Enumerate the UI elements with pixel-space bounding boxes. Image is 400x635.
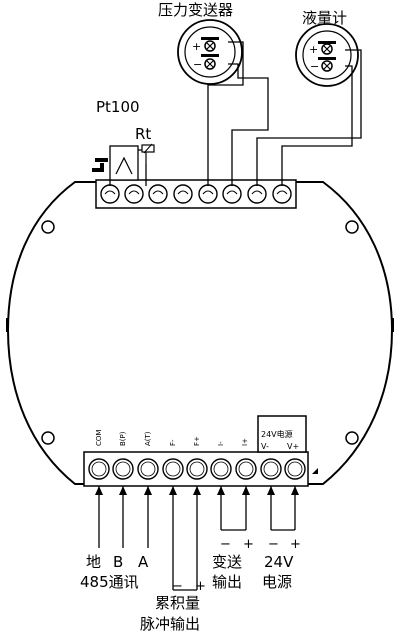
top-terminal-7 — [247, 184, 267, 204]
pt100-sensor: Pt100 Rt — [92, 98, 155, 181]
pressure-minus-sign: − — [193, 58, 202, 71]
bottom-terminal-strip — [83, 451, 318, 487]
terminal-code-f-minus: F- — [169, 439, 177, 446]
pulse-plus-sign: + — [195, 579, 206, 594]
wires — [109, 41, 362, 186]
label-trans-line1: 变送 — [212, 553, 242, 571]
rt-label: Rt — [135, 125, 151, 143]
wire-arrow-5 — [193, 486, 201, 590]
terminal-code-b: B(P) — [119, 431, 127, 446]
mount-hole-top-right — [345, 220, 359, 234]
mount-hole-top-left — [41, 220, 55, 234]
power-minus-sign: − — [268, 537, 279, 552]
bottom-terminal-5 — [186, 458, 208, 480]
pt100-probe-icon — [92, 158, 108, 172]
level-meter-label: 液量计 — [302, 9, 347, 27]
power-plus-sign: + — [290, 537, 301, 552]
pt100-label: Pt100 — [96, 98, 140, 116]
top-terminal-5 — [198, 184, 218, 204]
label-pulse-line2: 脉冲输出 — [140, 615, 200, 633]
terminal-code-a: A(T) — [144, 431, 152, 446]
top-terminal-strip — [95, 179, 297, 209]
top-terminal-3 — [148, 184, 168, 204]
wire-arrow-6 — [217, 486, 225, 530]
side-notch-right — [391, 318, 394, 332]
mount-hole-bottom-left — [41, 431, 55, 445]
terminal-code-com: COM — [95, 430, 103, 446]
pressure-transmitter-label: 压力变送器 — [158, 1, 233, 19]
pulse-minus-sign: − — [172, 579, 183, 594]
label-485-comm: 485通讯 — [80, 573, 139, 591]
label-power-line2: 电源 — [262, 573, 292, 591]
power-box-title: 24V电源 — [261, 429, 293, 439]
mount-hole-bottom-right — [345, 431, 359, 445]
top-terminal-1 — [100, 184, 120, 204]
wire-arrow-9 — [291, 486, 299, 530]
top-terminal-2 — [124, 184, 144, 204]
wire-arrow-7 — [242, 486, 250, 530]
pressure-plus-sign: + — [192, 40, 201, 53]
wire-arrow-4 — [169, 486, 177, 590]
trans-minus-sign: − — [220, 537, 231, 552]
bottom-terminal-2 — [112, 458, 134, 480]
wire-arrow-8 — [267, 486, 275, 530]
terminal-code-i-plus: I+ — [241, 438, 249, 446]
bottom-terminal-9 — [284, 458, 306, 480]
label-pulse-line1: 累积量 — [155, 594, 200, 612]
arrows — [95, 486, 299, 591]
trans-plus-sign: + — [243, 537, 254, 552]
power-box: 24V电源 V- V+ — [257, 415, 307, 453]
label-power-line1: 24V — [264, 553, 294, 571]
wire-arrow-1 — [95, 486, 103, 548]
bottom-labels: 地 B A 485通讯 累积量 脉冲输出 变送 输出 24V 电源 — [80, 553, 294, 633]
top-terminal-6 — [222, 184, 242, 204]
level-meter: 液量计 + − — [295, 9, 359, 87]
label-a: A — [138, 553, 149, 571]
bottom-terminal-codes: COM B(P) A(T) F- F+ I- I+ — [95, 430, 249, 446]
terminal-code-f-plus: F+ — [193, 436, 201, 446]
bottom-terminal-7 — [235, 458, 257, 480]
top-terminal-8 — [272, 184, 292, 204]
wire-arrow-2 — [119, 486, 127, 548]
bottom-terminal-6 — [210, 458, 232, 480]
bottom-terminal-4 — [162, 458, 184, 480]
bottom-terminal-1 — [88, 458, 110, 480]
label-trans-line2: 输出 — [212, 573, 242, 591]
label-ground: 地 — [86, 553, 101, 571]
bottom-terminal-3 — [137, 458, 159, 480]
level-minus-sign: − — [310, 60, 319, 73]
bottom-terminal-8 — [260, 458, 282, 480]
level-plus-sign: + — [309, 43, 318, 56]
label-b: B — [113, 553, 123, 571]
polarity-marks: − + − + − + — [172, 537, 301, 594]
board-outline — [6, 181, 394, 485]
side-notch-left — [6, 318, 9, 332]
power-box-v-minus: V- — [261, 442, 269, 451]
power-box-v-plus: V+ — [287, 442, 299, 451]
terminal-code-i-minus: I- — [217, 441, 225, 446]
top-terminal-4 — [173, 184, 193, 204]
wire-arrow-3 — [144, 486, 152, 548]
pt100-body — [109, 145, 139, 181]
pressure-transmitter: 压力变送器 + − — [158, 1, 243, 85]
